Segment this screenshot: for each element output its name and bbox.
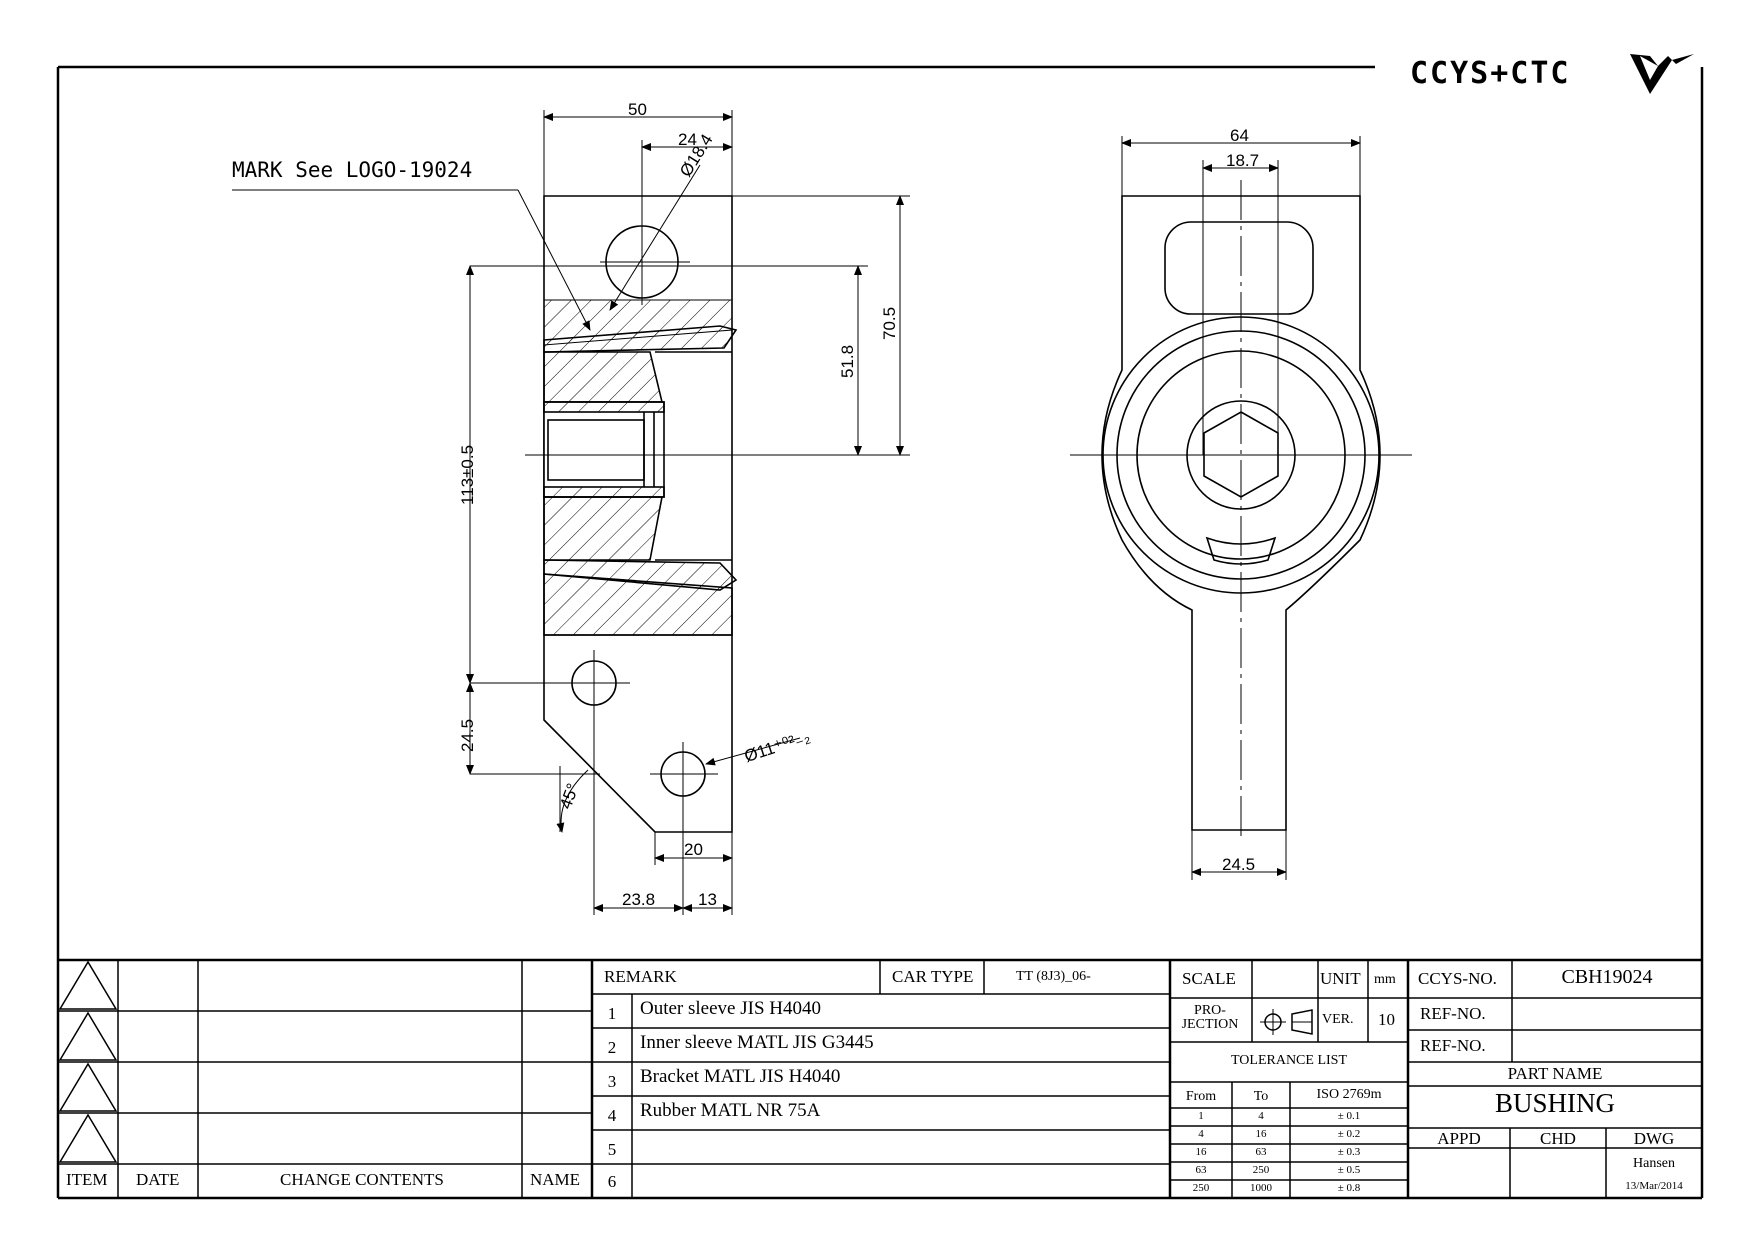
tol-row-1-tol: ± 0.1 bbox=[1337, 1110, 1361, 1122]
tol-row-2-to: 16 bbox=[1255, 1128, 1267, 1140]
remark-no-3: 3 bbox=[607, 1072, 617, 1091]
scale-label: SCALE bbox=[1182, 969, 1236, 988]
side-view bbox=[1070, 160, 1412, 840]
sheet-border bbox=[56, 65, 1704, 1200]
chd-label: CHD bbox=[1540, 1129, 1576, 1148]
dim-bottom-width: 20 bbox=[684, 840, 703, 859]
ref-no-label-2: REF-NO. bbox=[1420, 1036, 1486, 1055]
dim-hole-offset: 24 bbox=[678, 130, 697, 149]
ccys-no-label: CCYS-NO. bbox=[1418, 969, 1497, 988]
logo-text: CCYS+CTC bbox=[1410, 56, 1571, 91]
dwg-name: Hansen bbox=[1633, 1156, 1675, 1171]
ccys-no-value: CBH19024 bbox=[1561, 966, 1653, 988]
title-block-lines bbox=[58, 958, 1702, 1198]
car-type-label: CAR TYPE bbox=[892, 967, 974, 986]
dwg-date: 13/Mar/2014 bbox=[1625, 1180, 1683, 1192]
remark-no-6: 6 bbox=[607, 1172, 617, 1191]
tol-row-5-tol: ± 0.8 bbox=[1337, 1182, 1361, 1194]
rev-header-item: ITEM bbox=[66, 1170, 108, 1189]
tol-row-3-tol: ± 0.3 bbox=[1337, 1146, 1361, 1158]
unit-label: UNIT bbox=[1320, 969, 1361, 988]
dim-front-width: 50 bbox=[628, 100, 647, 119]
dim-side-width: 64 bbox=[1230, 126, 1249, 145]
remark-no-4: 4 bbox=[607, 1106, 617, 1125]
tol-row-3-from: 16 bbox=[1195, 1146, 1207, 1158]
tol-row-2-from: 4 bbox=[1198, 1128, 1204, 1140]
ref-no-label-1: REF-NO. bbox=[1420, 1004, 1486, 1023]
projection-label: PRO- JECTION bbox=[1181, 1003, 1239, 1032]
dim-side-slot: 18.7 bbox=[1226, 151, 1260, 170]
remark-text-4: Rubber MATL NR 75A bbox=[640, 1100, 821, 1121]
rev-header-name: NAME bbox=[530, 1170, 581, 1189]
tol-header-from: From bbox=[1185, 1089, 1217, 1104]
dwg-label: DWG bbox=[1633, 1129, 1675, 1148]
tol-row-3-to: 63 bbox=[1255, 1146, 1267, 1158]
tol-header-std: ISO 2769m bbox=[1316, 1087, 1382, 1102]
tol-row-4-tol: ± 0.5 bbox=[1337, 1164, 1361, 1176]
company-logo: CCYS+CTC bbox=[1410, 50, 1710, 100]
dim-base-right: 13 bbox=[698, 890, 717, 909]
car-type-value: TT (8J3)_06- bbox=[1016, 969, 1091, 984]
dim-height-inner: 51.8 bbox=[838, 344, 857, 378]
ccys-logo-icon bbox=[1630, 54, 1694, 94]
remark-text-1: Outer sleeve JIS H4040 bbox=[640, 998, 821, 1019]
remark-no-1: 1 bbox=[607, 1004, 617, 1023]
remark-no-5: 5 bbox=[607, 1140, 617, 1159]
dim-side-arm: 24.5 bbox=[1222, 855, 1256, 874]
dim-overall-length: 113±0.5 bbox=[458, 444, 477, 505]
remark-title: REMARK bbox=[604, 967, 677, 986]
part-name-value: BUSHING bbox=[1494, 1088, 1615, 1118]
side-dimensions bbox=[1121, 136, 1361, 880]
tol-row-4-from: 63 bbox=[1195, 1164, 1207, 1176]
dim-height-total: 70.5 bbox=[880, 306, 899, 340]
unit-value: mm bbox=[1374, 972, 1396, 987]
ver-value: 10 bbox=[1378, 1010, 1395, 1029]
part-name-label: PART NAME bbox=[1507, 1064, 1603, 1083]
tol-header-to: To bbox=[1253, 1089, 1269, 1104]
appd-label: APPD bbox=[1437, 1129, 1481, 1148]
rev-header-date: DATE bbox=[136, 1170, 180, 1189]
tolerance-title: TOLERANCE LIST bbox=[1230, 1053, 1347, 1068]
tol-row-1-from: 1 bbox=[1198, 1110, 1204, 1122]
tol-row-2-tol: ± 0.2 bbox=[1337, 1128, 1361, 1140]
ver-label: VER. bbox=[1322, 1012, 1354, 1027]
front-view bbox=[525, 195, 750, 833]
tol-row-5-from: 250 bbox=[1192, 1182, 1210, 1194]
tol-row-1-to: 4 bbox=[1258, 1110, 1264, 1122]
mark-note: MARK See LOGO-19024 bbox=[232, 158, 473, 182]
front-dimensions bbox=[232, 110, 910, 915]
tol-row-4-to: 250 bbox=[1252, 1164, 1270, 1176]
dim-base-left: 23.8 bbox=[622, 890, 656, 909]
remark-no-2: 2 bbox=[607, 1038, 617, 1057]
rev-header-change: CHANGE CONTENTS bbox=[280, 1170, 444, 1189]
remark-text-2: Inner sleeve MATL JIS G3445 bbox=[640, 1032, 874, 1053]
remark-text-3: Bracket MATL JIS H4040 bbox=[640, 1066, 841, 1087]
tol-row-5-to: 1000 bbox=[1250, 1182, 1272, 1194]
dim-lower-offset: 24.5 bbox=[458, 718, 477, 752]
